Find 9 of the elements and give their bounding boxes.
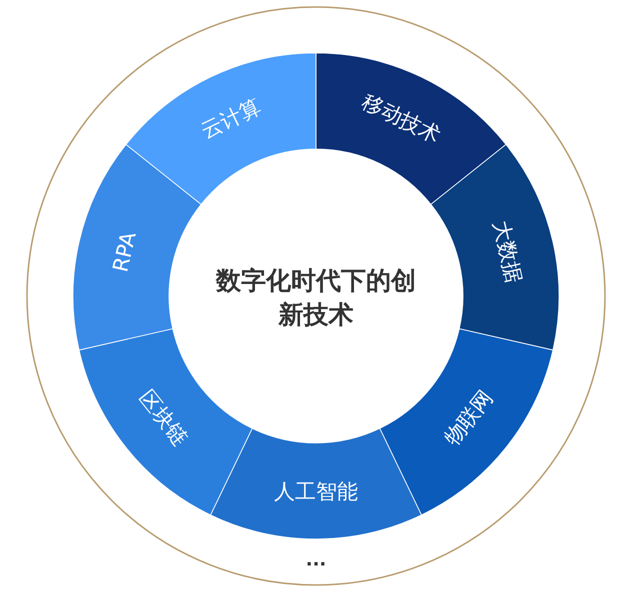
segment-label: 人工智能 <box>274 482 358 502</box>
segment-label: 移动技术 <box>358 92 444 148</box>
segment-label: RPA <box>110 230 140 274</box>
segment-label: 区块链 <box>134 387 191 450</box>
ellipsis-label: ... <box>306 550 326 570</box>
segment-label: 云计算 <box>198 96 264 143</box>
segment-label: 大数据 <box>490 219 524 286</box>
segment-label: 物联网 <box>441 387 498 450</box>
center-title: 数字化时代下的创新技术 <box>211 264 421 332</box>
